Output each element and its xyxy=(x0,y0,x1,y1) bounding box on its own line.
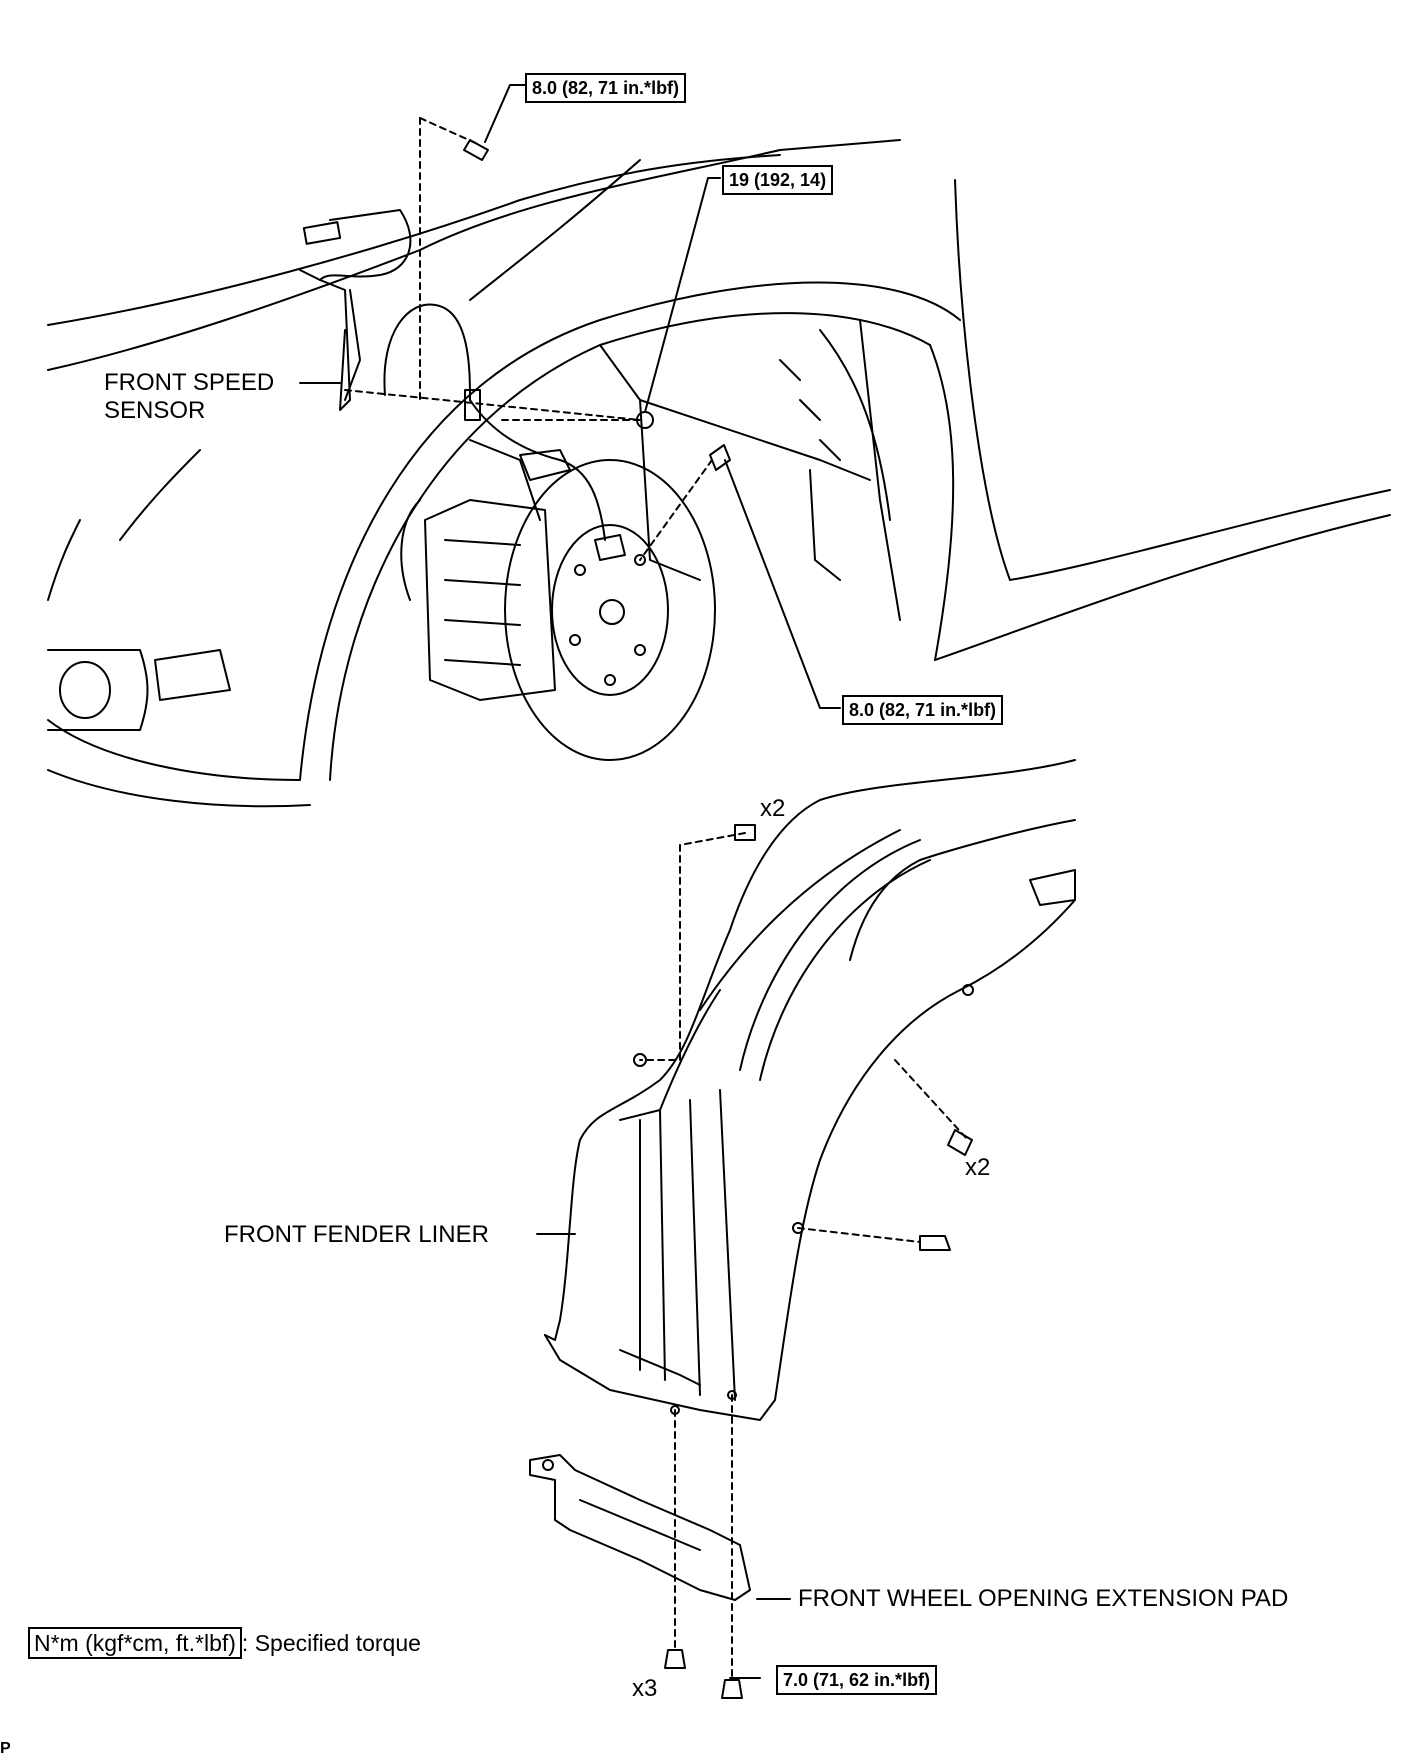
dashed-leaders-lower xyxy=(639,832,969,1681)
label-leaders xyxy=(299,382,791,1600)
speed-sensor-harness xyxy=(299,209,626,561)
torque-legend: N*m (kgf*cm, ft.*lbf): Specified torque xyxy=(28,1627,421,1659)
quantity-liner-clip-top: x2 xyxy=(760,795,786,822)
fasteners-lower xyxy=(664,824,973,1699)
quantity-pad-screw-left: x3 xyxy=(632,1675,658,1702)
torque-bracket-bolt: 19 (192, 14) xyxy=(722,165,834,195)
vehicle-body-outline xyxy=(47,139,1391,808)
quantity-liner-screw-right: x2 xyxy=(965,1154,991,1181)
extension-pad-drawing xyxy=(529,1454,751,1601)
corner-mark: P xyxy=(0,1740,11,1757)
front-wheel-opening-extension-pad-label: FRONT WHEEL OPENING EXTENSION PAD xyxy=(798,1585,1289,1612)
legend-description: : Specified torque xyxy=(241,1630,421,1656)
dashed-leaders-top xyxy=(344,117,713,561)
torque-pad-screw: 7.0 (71, 62 in.*lbf) xyxy=(776,1665,938,1695)
front-fender-liner-drawing xyxy=(544,759,1076,1421)
front-speed-sensor-label-line1: FRONT SPEED xyxy=(104,369,275,396)
torque-leaders xyxy=(484,84,841,1679)
brake-assembly xyxy=(400,439,716,761)
front-speed-sensor-label-line2: SENSOR xyxy=(104,397,206,424)
front-fender-liner-label: FRONT FENDER LINER xyxy=(224,1221,489,1248)
legend-unit-box: N*m (kgf*cm, ft.*lbf) xyxy=(28,1627,242,1659)
torque-sensor-bolt-top: 8.0 (82, 71 in.*lbf) xyxy=(525,73,687,103)
front-speed-sensor-label: FRONT SPEED SENSOR xyxy=(104,369,274,425)
torque-harness-bolt-lower: 8.0 (82, 71 in.*lbf) xyxy=(842,695,1004,725)
